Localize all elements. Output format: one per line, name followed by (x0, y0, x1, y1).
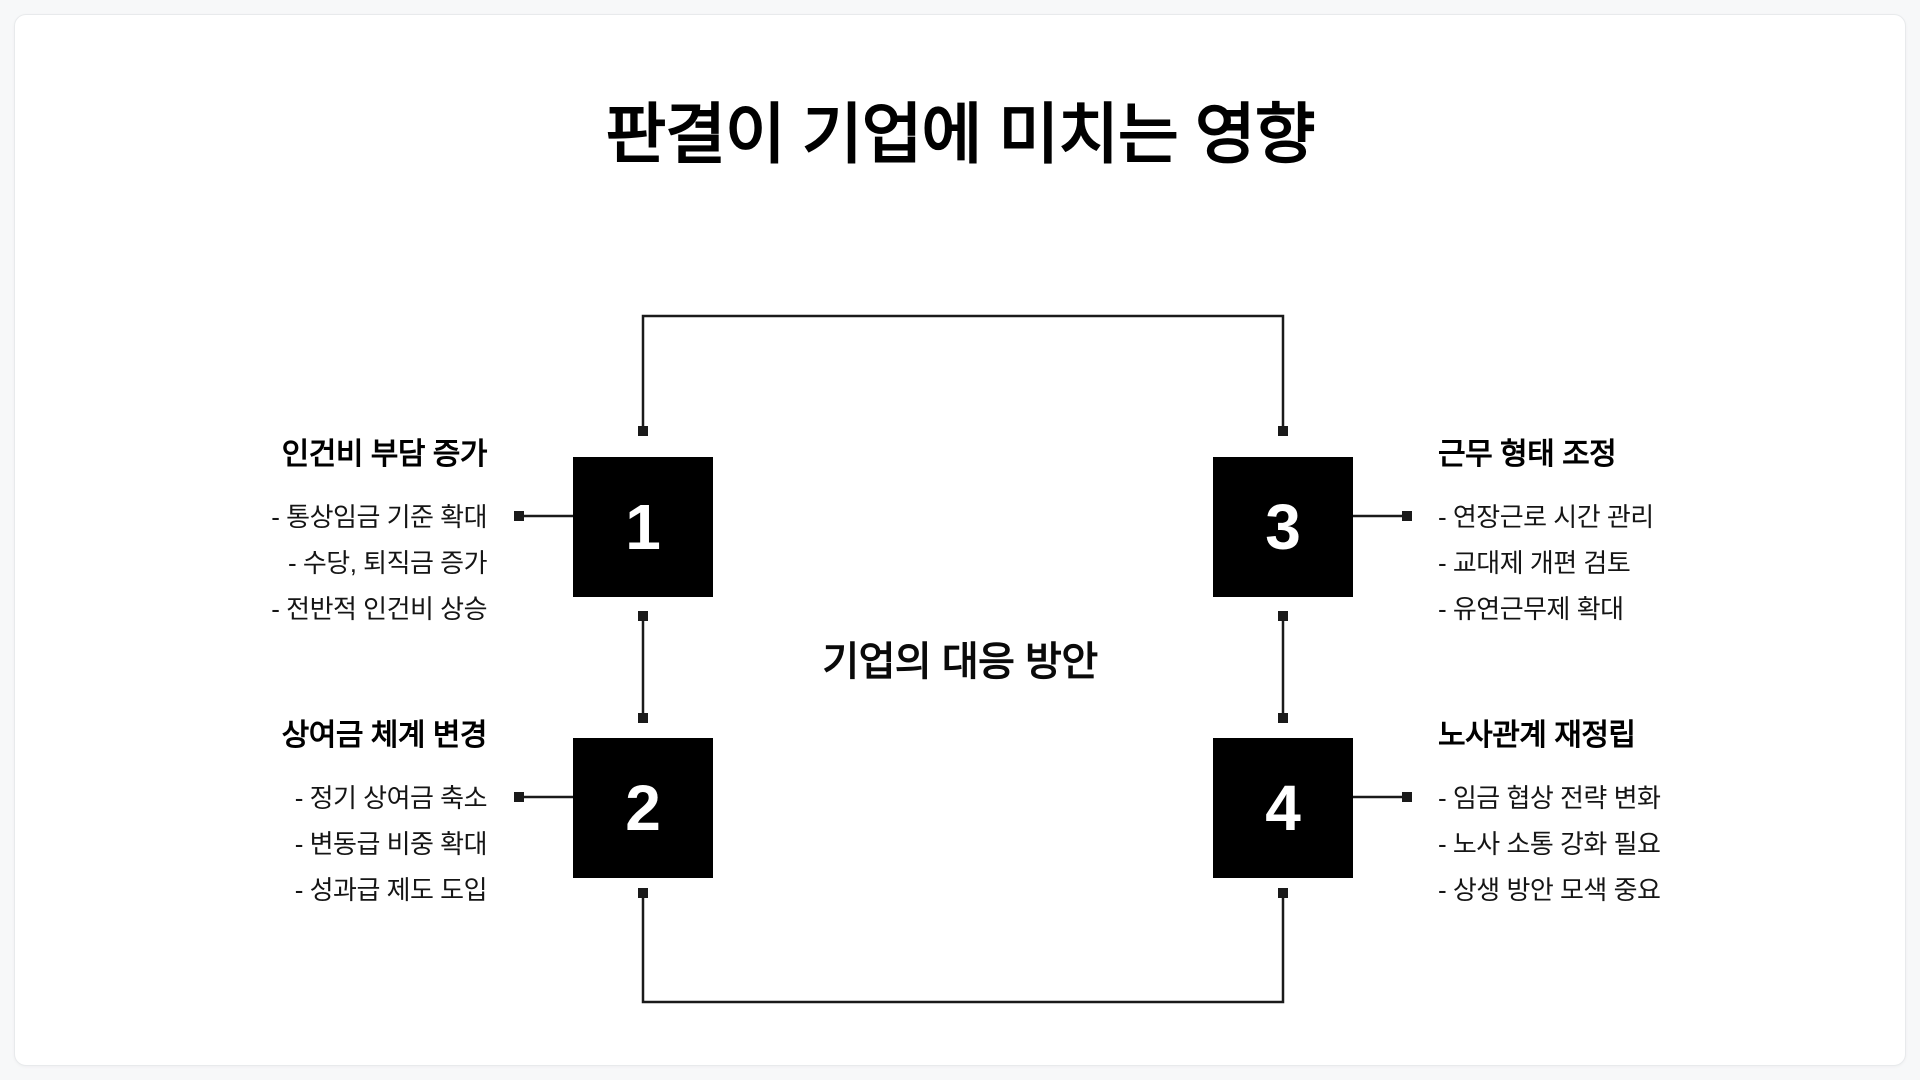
center-label: 기업의 대응 방안 (822, 640, 1098, 684)
block-3-item-1: - 연장근로 시간 관리 (1438, 502, 1654, 532)
step-box-4: 4 (1213, 738, 1353, 878)
step-number-2: 2 (625, 772, 661, 844)
slide-card (14, 14, 1906, 1066)
block-2-item-1: - 정기 상여금 축소 (294, 783, 488, 813)
block-4-item-1: - 임금 협상 전략 변화 (1438, 783, 1661, 813)
step-box-3: 3 (1213, 457, 1353, 597)
block-4-heading: 노사관계 재정립 (1438, 719, 1636, 752)
block-1-item-1: - 통상임금 기준 확대 (271, 502, 487, 532)
block-4-text: 노사관계 재정립 - 임금 협상 전략 변화 - 노사 소통 강화 필요 - 상… (1438, 717, 1661, 913)
block-3-text: 근무 형태 조정 - 연장근로 시간 관리 - 교대제 개편 검토 - 유연근무… (1438, 436, 1654, 632)
block-2-heading: 상여금 체계 변경 (281, 719, 488, 752)
block-1-text: 인건비 부담 증가 - 통상임금 기준 확대 - 수당, 퇴직금 증가 - 전반… (271, 436, 487, 632)
block-2-item-3: - 성과급 제도 도입 (294, 875, 488, 905)
step-number-3: 3 (1265, 491, 1301, 563)
block-2-text: 상여금 체계 변경 - 정기 상여금 축소 - 변동급 비중 확대 - 성과급 … (281, 717, 488, 913)
step-number-4: 4 (1265, 772, 1301, 844)
page-title: 판결이 기업에 미치는 영향 (605, 97, 1316, 171)
block-3-heading: 근무 형태 조정 (1438, 438, 1617, 471)
block-1-heading: 인건비 부담 증가 (281, 438, 488, 471)
block-1-item-2: - 수당, 퇴직금 증가 (288, 548, 487, 578)
block-4-item-3: - 상생 방안 모색 중요 (1438, 875, 1661, 905)
block-4-item-2: - 노사 소통 강화 필요 (1438, 829, 1661, 859)
block-1-item-3: - 전반적 인건비 상승 (271, 594, 487, 624)
step-box-2: 2 (573, 738, 713, 878)
block-3-item-2: - 교대제 개편 검토 (1438, 548, 1631, 578)
step-box-1: 1 (573, 457, 713, 597)
block-2-item-2: - 변동급 비중 확대 (294, 829, 488, 859)
step-number-1: 1 (625, 491, 661, 563)
block-3-item-3: - 유연근무제 확대 (1438, 594, 1624, 624)
